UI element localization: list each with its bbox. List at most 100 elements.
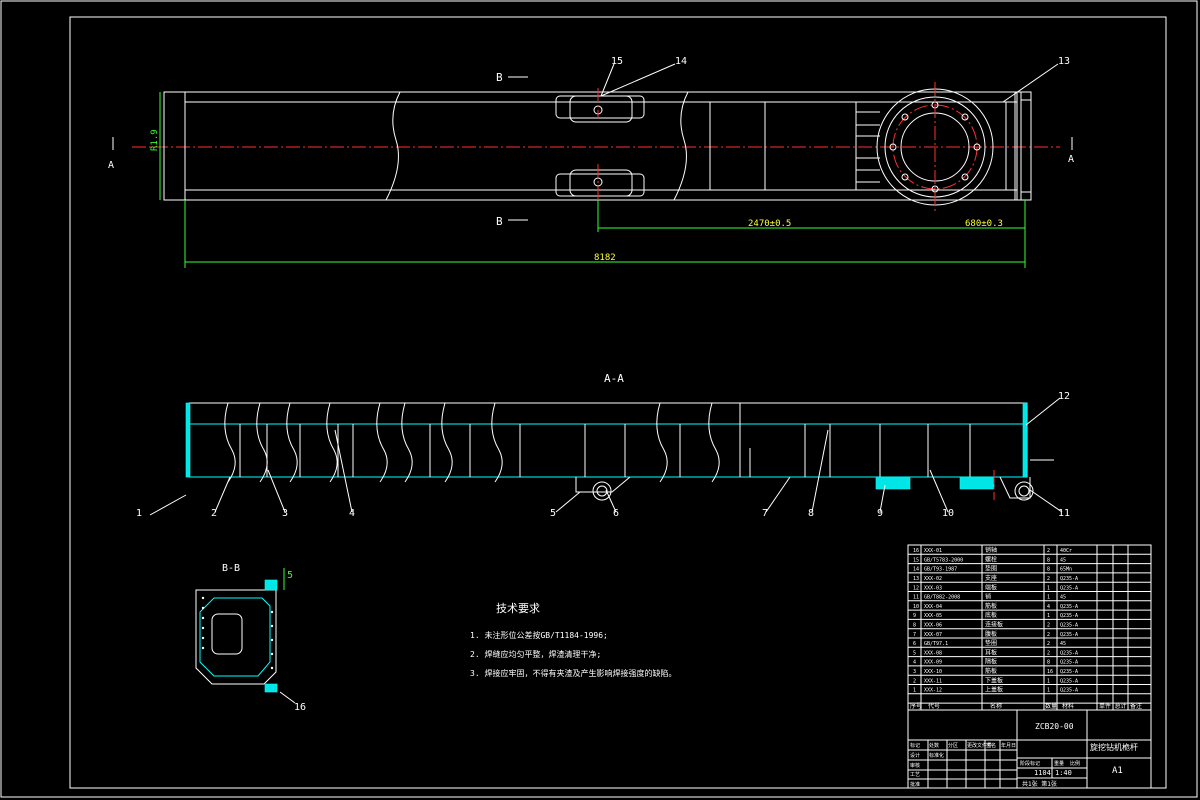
balloon-12: 12 <box>1058 391 1070 402</box>
lug-plate-top <box>555 95 645 123</box>
parts-cell-mat: Q235-A <box>1060 650 1078 656</box>
balloon-1: 1 <box>136 508 142 519</box>
title-block-label: 签名 <box>986 742 996 749</box>
parts-cell-qty: 2 <box>1047 641 1050 647</box>
tech-req-line-3: 3. 焊接应牢固，不得有夹渣及产生影响焊接强度的缺陷。 <box>470 668 676 678</box>
parts-cell-no: 4 <box>913 660 916 666</box>
section-mark-a-right: A <box>1068 154 1074 165</box>
parts-cell-mat: 45 <box>1060 641 1066 647</box>
parts-cell-code: XXX-10 <box>924 669 942 675</box>
drawing-title: 旋挖钻机桅杆 <box>1090 742 1138 752</box>
title-block-label: 标记 <box>910 742 920 749</box>
parts-cell-name: 耳板 <box>985 648 997 656</box>
parts-cell-mat: 40Cr <box>1060 548 1072 554</box>
parts-cell-no: 3 <box>913 669 916 675</box>
parts-cell-qty: 1 <box>1047 678 1050 684</box>
parts-cell-qty: 8 <box>1047 557 1050 563</box>
balloon-3: 3 <box>282 508 288 519</box>
parts-cell-no: 1 <box>913 688 916 694</box>
parts-cell-name: 连接板 <box>985 621 1003 629</box>
middle-block <box>709 101 766 191</box>
balloon-14: 14 <box>675 56 687 67</box>
parts-cell-name: 筋板 <box>985 667 997 675</box>
parts-cell-code: XXX-09 <box>924 660 942 666</box>
bb-balloon-5: 5 <box>287 570 293 581</box>
parts-cell-mat: 45 <box>1060 595 1066 601</box>
parts-cell-qty: 2 <box>1047 548 1050 554</box>
balloon-10: 10 <box>942 508 954 519</box>
parts-cell-code: XXX-12 <box>924 688 942 694</box>
parts-cell-mat: Q235-A <box>1060 623 1078 629</box>
parts-cell-code: GB/T97.1 <box>924 641 948 647</box>
parts-cell-qty: 1 <box>1047 585 1050 591</box>
svg-text:680±0.3: 680±0.3 <box>965 219 1003 229</box>
parts-cell-no: 5 <box>913 650 916 656</box>
balloon-2: 2 <box>211 508 217 519</box>
mast-end-left <box>163 91 186 201</box>
parts-cell-mat: Q235-A <box>1060 688 1078 694</box>
parts-cell-name: 垫圈 <box>985 639 997 647</box>
section-view-bb: B-B 5 16 <box>195 563 306 713</box>
parts-cell-qty: 1 <box>1047 613 1050 619</box>
dimension-mid: 2470±0.5 680±0.3 <box>597 200 1026 268</box>
title-block: ZCB20-00 旋挖钻机桅杆 1:40 1104 A1 共1张 第1张 标记处… <box>907 709 1152 789</box>
parts-cell-mat: Q235-A <box>1060 613 1078 619</box>
sheet-inner-border <box>69 16 1167 789</box>
parts-cell-name: 垫圈 <box>985 565 997 573</box>
parts-cell-name: 端板 <box>985 583 997 591</box>
section-bb-title: B-B <box>222 563 240 574</box>
parts-cell-mat: Q235-A <box>1060 632 1078 638</box>
parts-cell-mat: Q235-A <box>1060 604 1078 610</box>
parts-cell-no: 14 <box>913 567 919 573</box>
parts-cell-no: 7 <box>913 632 916 638</box>
parts-cell-mat: Q235-A <box>1060 576 1078 582</box>
parts-cell-mat: Q235-A <box>1060 585 1078 591</box>
parts-cell-name: 销轴 <box>985 546 997 554</box>
balloon-7: 7 <box>762 508 768 519</box>
parts-cell-code: XXX-05 <box>924 613 942 619</box>
drawing-scale: 1:40 <box>1055 769 1072 777</box>
parts-cell-code: XXX-01 <box>924 548 942 554</box>
parts-header-no: 序号 <box>910 702 922 710</box>
title-block-label: 设计 <box>910 752 920 759</box>
lug-pin <box>575 476 631 501</box>
parts-cell-name: 支座 <box>985 574 997 582</box>
section-mark-a-left: A <box>108 160 114 171</box>
parts-cell-code: GB/T5783-2000 <box>924 557 963 563</box>
tech-req-line-1: 1. 未注形位公差按GB/T1184-1996; <box>470 630 608 640</box>
break-line-2 <box>673 91 689 201</box>
parts-header-code: 代号 <box>928 702 940 710</box>
title-block-label: 重量 <box>1054 760 1064 767</box>
balloon-5: 5 <box>550 508 556 519</box>
balloon-13: 13 <box>1058 56 1070 67</box>
parts-cell-code: XXX-06 <box>924 623 942 629</box>
title-block-label: 工艺 <box>910 772 920 778</box>
parts-cell-mat: Q235-A <box>1060 669 1078 675</box>
title-block-label: 阶段标记 <box>1020 760 1040 767</box>
parts-cell-no: 13 <box>913 576 919 582</box>
tech-req-title: 技术要求 <box>496 602 540 615</box>
drawing-number: ZCB20-00 <box>1035 722 1074 731</box>
bottom-plate <box>875 476 911 490</box>
parts-cell-name: 隔板 <box>985 658 997 666</box>
parts-cell-code: XXX-07 <box>924 632 942 638</box>
svg-text:2470±0.5: 2470±0.5 <box>748 219 791 229</box>
title-block-label: 处数 <box>929 742 939 749</box>
balloon-6: 6 <box>613 508 619 519</box>
parts-cell-qty: 2 <box>1047 650 1050 656</box>
parts-cell-code: XXX-11 <box>924 678 942 684</box>
section-aa-title: A-A <box>604 372 624 385</box>
balloon-4: 4 <box>349 508 355 519</box>
technical-requirements: 技术要求 1. 未注形位公差按GB/T1184-1996; 2. 焊缝应均匀平整… <box>470 602 676 678</box>
tech-req-line-2: 2. 焊缝应均匀平整，焊渣清理干净; <box>470 649 601 659</box>
parts-cell-qty: 8 <box>1047 567 1050 573</box>
section-mark-b-top: B <box>496 71 503 84</box>
balloon-8: 8 <box>808 508 814 519</box>
break-line-1 <box>385 91 401 201</box>
parts-cell-no: 8 <box>913 623 916 629</box>
parts-cell-code: GB/T93-1987 <box>924 567 957 573</box>
parts-cell-no: 15 <box>913 557 919 563</box>
